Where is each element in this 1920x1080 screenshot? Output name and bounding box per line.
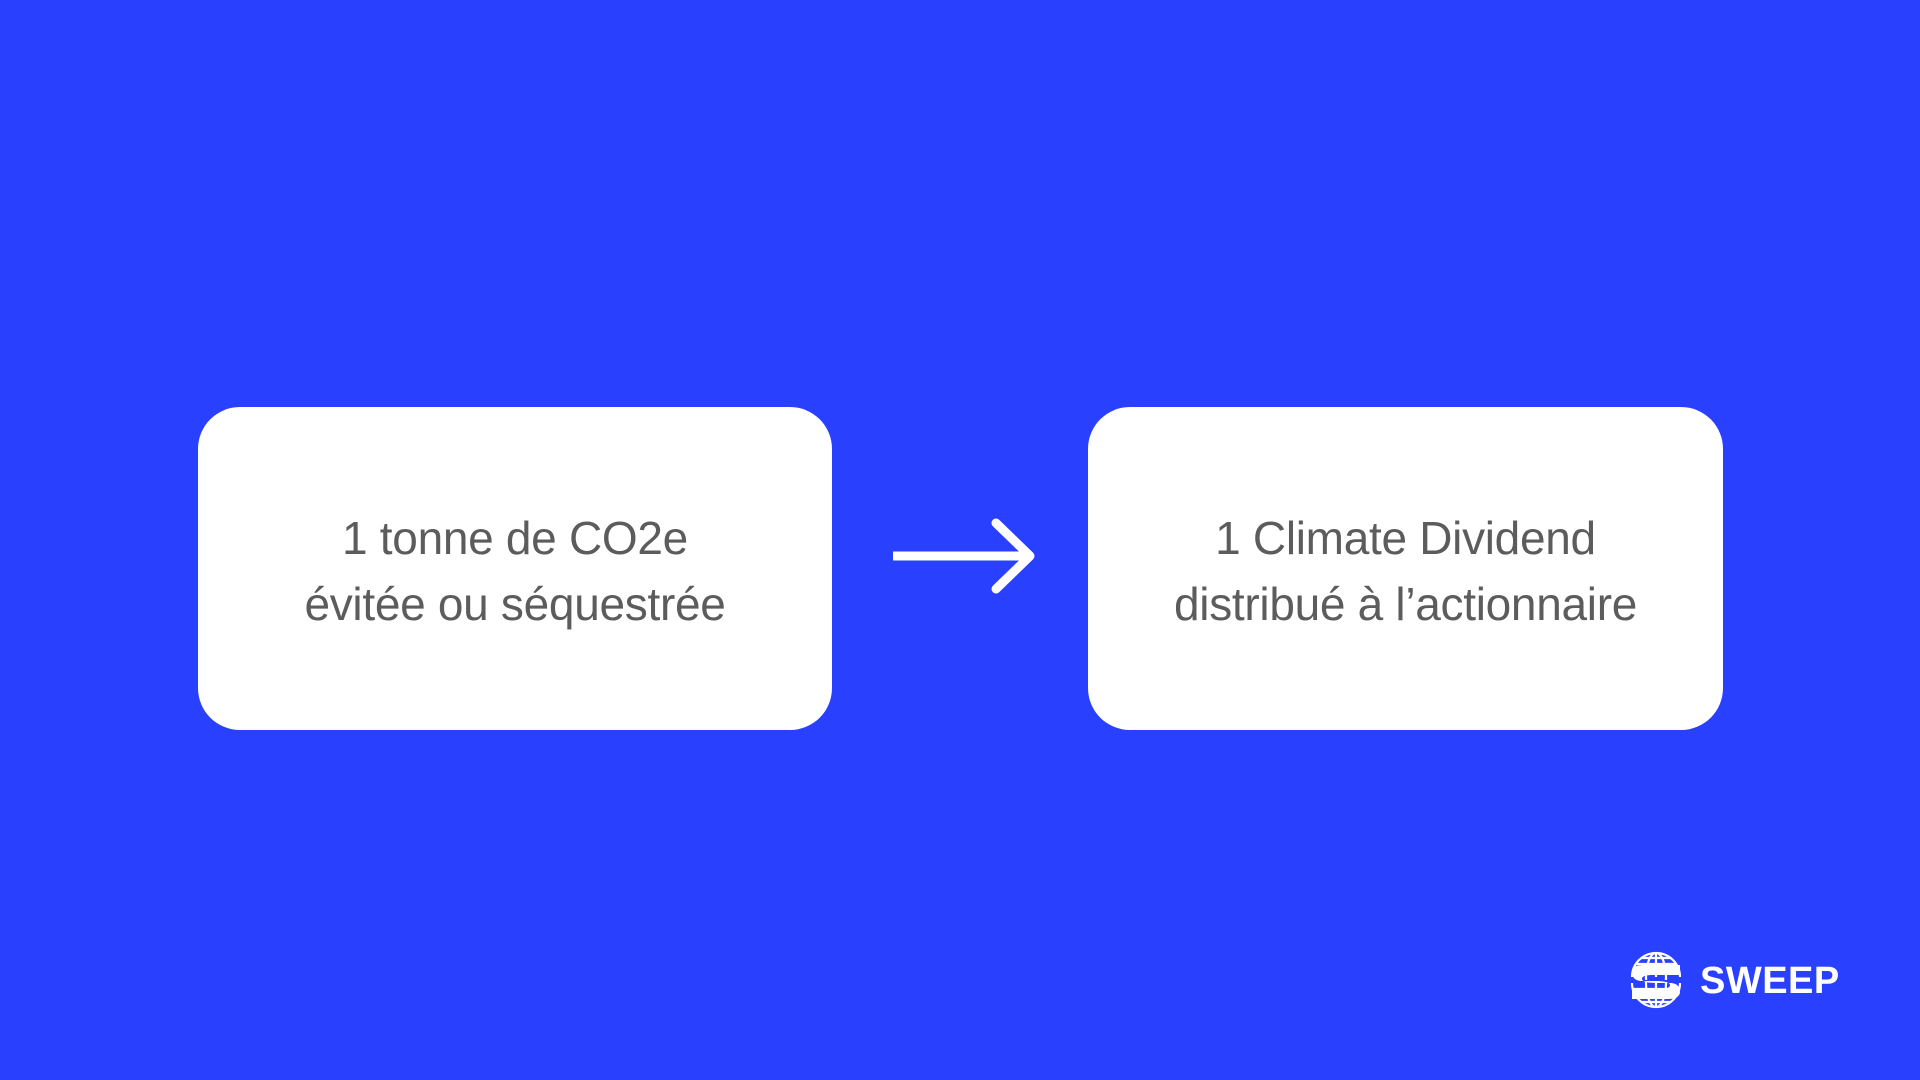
source-card-text: 1 tonne de CO2e évitée ou séquestrée: [304, 505, 725, 637]
result-card-line-2: distribué à l’actionnaire: [1174, 577, 1637, 630]
result-card-text: 1 Climate Dividend distribué à l’actionn…: [1174, 505, 1637, 637]
sweep-logo-text: SWEEP: [1700, 960, 1840, 1002]
result-card: 1 Climate Dividend distribué à l’actionn…: [1088, 407, 1723, 730]
source-card: 1 tonne de CO2e évitée ou séquestrée: [198, 407, 832, 730]
source-card-line-2: évitée ou séquestrée: [304, 577, 726, 630]
source-card-line-1: 1 tonne de CO2e: [342, 511, 688, 564]
result-card-line-1: 1 Climate Dividend: [1215, 511, 1596, 564]
sweep-logo: SWEEP: [1630, 946, 1840, 1014]
sweep-globe-s-icon: [1630, 951, 1682, 1009]
right-arrow-icon: [893, 518, 1035, 594]
